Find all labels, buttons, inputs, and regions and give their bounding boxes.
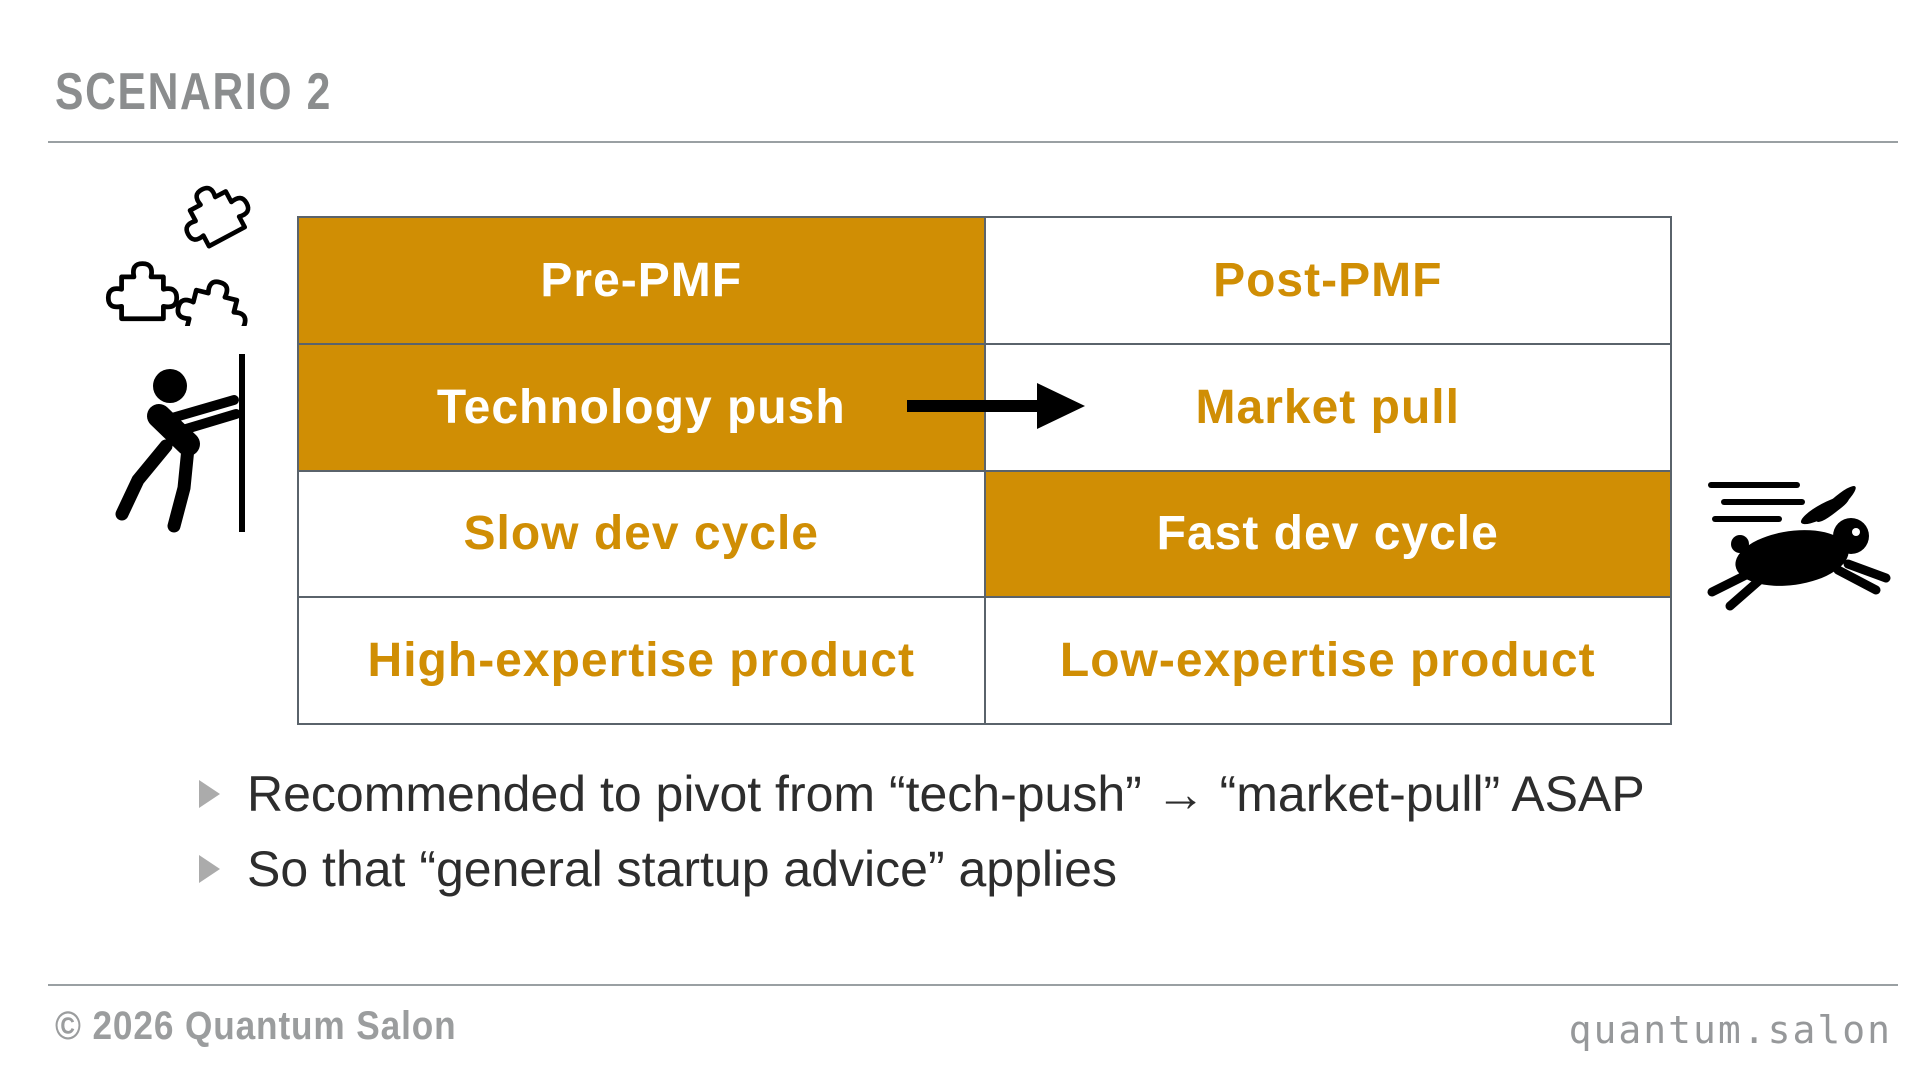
pmf-matrix-table: Pre-PMF Post-PMF Technology push Market …	[297, 216, 1672, 725]
arrow-head	[1037, 383, 1085, 429]
table-cell-pre-pmf: Pre-PMF	[298, 217, 985, 344]
bullet-item: So that “general startup advice” applies	[197, 842, 1817, 896]
table-cell-tech-push: Technology push	[298, 343, 985, 471]
bullet-item: Recommended to pivot from “tech-push” → …	[197, 768, 1817, 821]
site-url-text: quantum.salon	[1568, 1008, 1892, 1052]
copyright-text: © 2026 Quantum Salon	[55, 1004, 457, 1048]
table-cell-post-pmf: Post-PMF	[984, 217, 1671, 344]
footer-divider	[48, 984, 1898, 986]
running-hare-icon	[1688, 466, 1903, 621]
table-cell-low-expertise: Low-expertise product	[984, 597, 1671, 724]
person-pushing-wall-icon	[112, 348, 262, 543]
header-divider	[48, 141, 1898, 143]
table-cell-high-expertise: High-expertise product	[298, 597, 985, 724]
takeaway-bullet-list: Recommended to pivot from “tech-push” → …	[197, 768, 1817, 917]
arrow-shaft	[907, 400, 1039, 412]
table-cell-slow-dev: Slow dev cycle	[298, 470, 985, 598]
table-cell-fast-dev: Fast dev cycle	[984, 470, 1671, 598]
table-cell-market-pull: Market pull	[984, 343, 1671, 471]
puzzle-pieces-icon	[96, 168, 271, 331]
page-title: SCENARIO 2	[55, 63, 333, 121]
black-right-arrow-icon	[907, 383, 1085, 429]
